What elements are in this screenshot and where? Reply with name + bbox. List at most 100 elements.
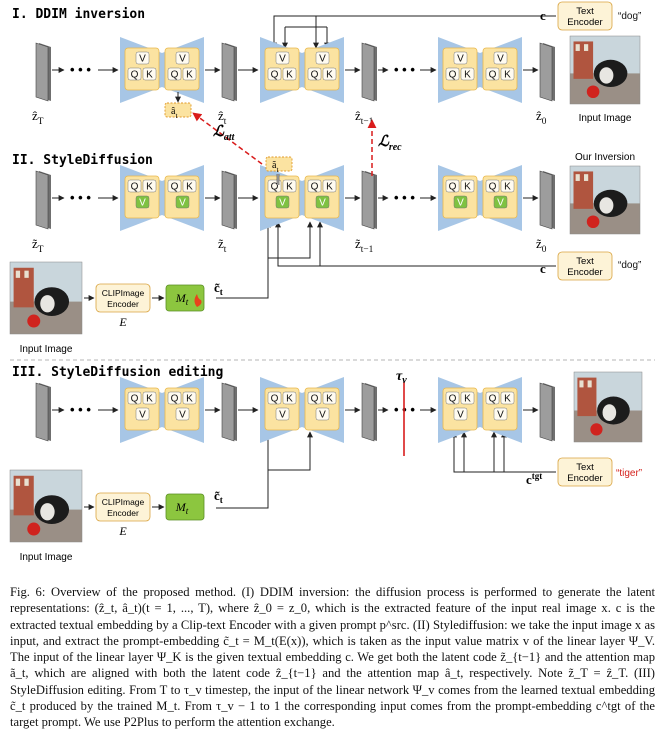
q-label: Q bbox=[311, 182, 319, 193]
q-label: Q bbox=[171, 394, 179, 405]
edited-image bbox=[573, 371, 643, 443]
latent-slab bbox=[35, 170, 51, 230]
text-encoder-label-line1: Text bbox=[576, 462, 594, 473]
text-encoder-label-line1: Text bbox=[576, 6, 594, 17]
slab-face bbox=[539, 382, 553, 442]
attention-cell bbox=[493, 195, 508, 209]
text-encoder-box bbox=[557, 251, 613, 281]
attention-cell bbox=[500, 67, 515, 81]
ellipsis-dots: • • • bbox=[70, 62, 91, 77]
input-image-bottom bbox=[9, 469, 83, 543]
photo-border bbox=[569, 35, 641, 105]
v-label: V bbox=[179, 410, 186, 421]
encoder-E-label: E bbox=[118, 524, 127, 538]
mapping-net-box bbox=[165, 284, 205, 312]
row3-v-wire-1 bbox=[216, 431, 271, 509]
attention-cell bbox=[167, 179, 182, 193]
attention-cell bbox=[282, 67, 297, 81]
input-image-mid bbox=[9, 261, 83, 335]
text-encoder-label-line2: Encoder bbox=[567, 17, 602, 28]
input-image-label-mid: Input Image bbox=[20, 344, 73, 355]
photo-window bbox=[584, 174, 589, 181]
ellipsis-dots: • • • bbox=[70, 190, 91, 205]
attention-cell bbox=[445, 67, 460, 81]
attention-cell bbox=[460, 67, 475, 81]
latent-label-T: z̃T bbox=[32, 236, 44, 255]
k-label: K bbox=[504, 182, 511, 193]
k-label: K bbox=[504, 394, 511, 405]
latent-label-t-minus-1: ẑt−1 bbox=[355, 108, 374, 127]
attention-cell bbox=[135, 51, 150, 65]
photo-ball bbox=[27, 314, 41, 328]
attention-cell bbox=[275, 407, 290, 421]
attention-cell bbox=[322, 391, 337, 405]
attention-cell bbox=[167, 67, 182, 81]
attention-cell bbox=[127, 67, 142, 81]
input-image-label-bottom: Input Image bbox=[20, 552, 73, 563]
tilde-c-label-2: c̃t bbox=[214, 488, 223, 505]
clip-encoder-label-line2: Encoder bbox=[107, 299, 139, 309]
attention-cell bbox=[485, 391, 500, 405]
text-encoder-label-line2: Encoder bbox=[567, 267, 602, 278]
attention-cell bbox=[135, 195, 150, 209]
attention-map-hat bbox=[164, 102, 192, 118]
k-label: K bbox=[326, 182, 333, 193]
photo-ball bbox=[27, 522, 41, 536]
attention-cell bbox=[142, 391, 157, 405]
k-wire-1 bbox=[275, 221, 556, 267]
attention-cell bbox=[460, 179, 475, 193]
attention-cell bbox=[142, 179, 157, 193]
section-title-stylediffusion: II. StyleDiffusion bbox=[12, 153, 153, 168]
clip-encoder-box bbox=[95, 283, 151, 313]
latent-slab bbox=[361, 382, 377, 442]
v-label: V bbox=[279, 410, 286, 421]
photo-dog-chest bbox=[599, 67, 614, 84]
latent-label-T: ẑT bbox=[32, 108, 44, 127]
v-wire-2 bbox=[268, 221, 313, 259]
tilde-c-label-1: c̃t bbox=[214, 280, 223, 297]
photo-border bbox=[573, 371, 643, 443]
q-label: Q bbox=[489, 394, 497, 405]
v-label: V bbox=[279, 54, 286, 65]
latent-label-t-minus-1: z̃t−1 bbox=[355, 236, 374, 255]
v-label: V bbox=[497, 410, 504, 421]
attention-cell bbox=[500, 391, 515, 405]
v-label: V bbox=[139, 54, 146, 65]
attention-cell bbox=[142, 67, 157, 81]
figure-caption: Fig. 6: Overview of the proposed method.… bbox=[10, 585, 655, 730]
attention-map-tilde bbox=[265, 156, 293, 172]
slab-face bbox=[35, 382, 49, 442]
photo-window bbox=[15, 270, 21, 278]
v-label: V bbox=[319, 54, 326, 65]
attention-cell bbox=[182, 179, 197, 193]
photo-ball bbox=[586, 85, 600, 99]
k-label: K bbox=[464, 70, 471, 81]
mapping-network: Mt bbox=[165, 493, 205, 521]
latent-slab bbox=[35, 382, 51, 442]
mapping-net-box bbox=[165, 493, 205, 521]
q-label: Q bbox=[311, 394, 319, 405]
row3-v-wire-2 bbox=[268, 431, 313, 471]
photo-window bbox=[579, 380, 584, 388]
q-label: Q bbox=[271, 70, 279, 81]
attention-cell bbox=[282, 391, 297, 405]
q-label: Q bbox=[131, 182, 139, 193]
q-label: Q bbox=[271, 182, 279, 193]
attention-cell bbox=[493, 51, 508, 65]
photo-window bbox=[15, 478, 21, 486]
photo-dog-chest bbox=[599, 197, 614, 214]
